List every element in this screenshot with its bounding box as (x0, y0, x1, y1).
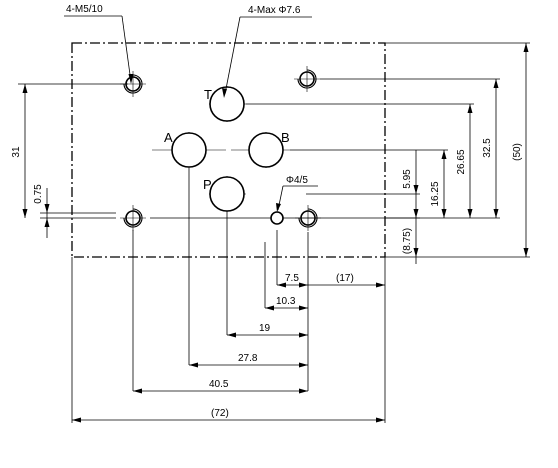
extension-lines-left (18, 83, 128, 219)
vertical-dimension-lines (413, 43, 529, 264)
port-b-circle (248, 132, 284, 168)
dim-16-25: 16.25 (430, 181, 441, 206)
dim-0-75: 0.75 (33, 184, 44, 204)
threaded-hole-top-right (294, 66, 320, 92)
dim-19: 19 (259, 323, 271, 334)
left-dimension-lines (22, 84, 50, 238)
horizontal-dimension-lines (72, 282, 385, 423)
dim-10-3: 10.3 (276, 296, 296, 307)
dim-overall-height: (50) (512, 143, 523, 161)
thread-callout-leader (64, 15, 134, 84)
dim-40-5: 40.5 (209, 379, 229, 390)
port-p-label: P (203, 177, 212, 192)
dim-7-5: 7.5 (285, 273, 299, 284)
threaded-hole-bottom-right (295, 205, 321, 231)
dim-5-95: 5.95 (402, 169, 413, 189)
dim-31: 31 (11, 146, 22, 158)
port-size-callout-label: 4-Max Φ7.6 (248, 5, 301, 16)
port-b-label: B (281, 130, 290, 145)
port-a-label: A (164, 130, 173, 145)
dim-17: (17) (336, 273, 354, 284)
pin-callout-leader (276, 185, 318, 212)
port-size-callout-leader (222, 16, 312, 98)
port-p-circle (209, 176, 245, 212)
locating-pin-hole (270, 211, 284, 225)
dim-27-8: 27.8 (238, 353, 258, 364)
dim-26-65: 26.65 (456, 149, 467, 174)
dim-32-5: 32.5 (482, 138, 493, 158)
threaded-hole-bottom-left (120, 205, 146, 231)
extension-lines-right (150, 42, 530, 258)
pin-callout-label: Φ4/5 (286, 175, 308, 186)
port-t-label: T (204, 87, 212, 102)
port-a-circle (171, 132, 207, 168)
thread-callout-label: 4-M5/10 (66, 4, 103, 15)
port-t-circle (209, 86, 245, 122)
dim-8-75: (8.75) (402, 228, 413, 254)
dim-overall-width: (72) (211, 408, 229, 419)
